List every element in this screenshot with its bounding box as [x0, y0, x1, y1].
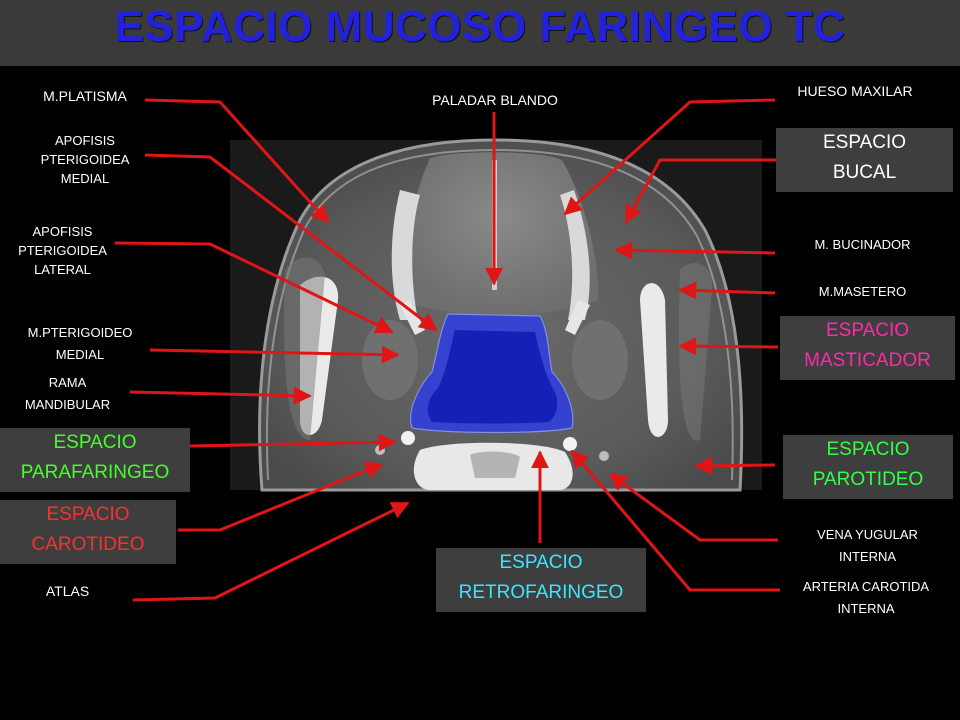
label-atlas: ATLAS: [45, 583, 90, 599]
arrow-atlas: [132, 501, 410, 602]
arrow-arteria-carotida: [570, 449, 780, 592]
arrow-apof-lateral: [114, 241, 394, 334]
pterygoid-plates-right: [565, 300, 590, 335]
arrow-masticador: [678, 337, 779, 356]
dens: [470, 451, 520, 478]
airway: [427, 330, 558, 424]
arrow-parafaringeo: [189, 433, 397, 452]
arrow-carotideo: [178, 461, 384, 532]
pterygoid-right: [572, 320, 628, 400]
label-bucinador: M. BUCINADOR: [814, 237, 911, 252]
arrow-bucal: [624, 158, 778, 224]
maxillary-bone-left: [391, 190, 420, 320]
arrow-hueso-maxilar: [563, 98, 776, 216]
jugular-right: [599, 451, 609, 461]
title-bar: [0, 0, 960, 66]
maxilla: [403, 152, 599, 315]
arrow-vena-yugular: [608, 472, 778, 542]
label-hueso-maxilar: HUESO MAXILAR: [797, 83, 913, 99]
page-title: ESPACIO MUCOSO FARINGEO TC: [114, 2, 846, 51]
label-masetero: M.MASETERO: [818, 284, 907, 299]
carotid-left: [401, 431, 415, 445]
carotid-right: [563, 437, 577, 451]
arrow-rama: [129, 386, 312, 405]
arrow-apof-medial: [144, 153, 438, 332]
arrow-pterigoideo-medial: [149, 345, 400, 364]
mandible-right: [640, 283, 668, 437]
arrow-bucinador: [614, 241, 776, 260]
arrow-parotideo: [694, 456, 776, 475]
label-paladar-blando: PALADAR BLANDO: [432, 92, 558, 108]
label-platisma: M.PLATISMA: [43, 88, 127, 104]
arrow-platisma: [144, 98, 330, 224]
arrow-masetero: [678, 281, 776, 300]
maxillary-bone-right: [560, 190, 590, 320]
